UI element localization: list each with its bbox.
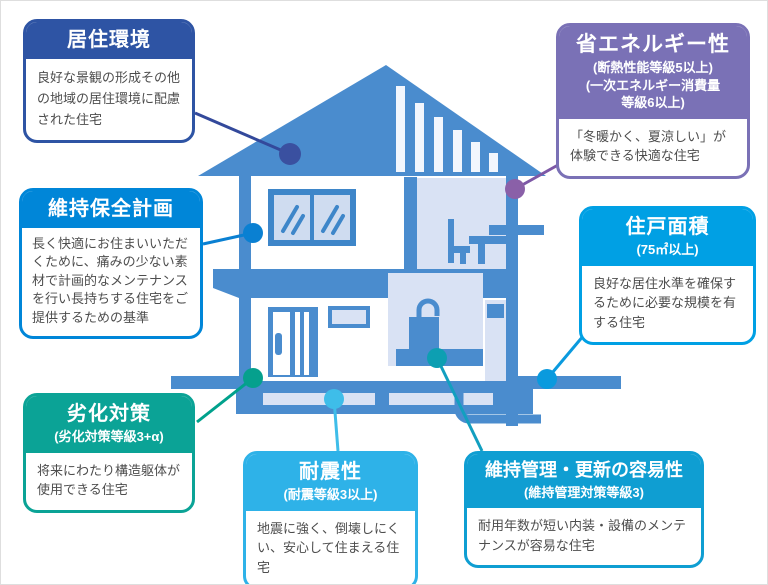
callout-header: 住戸面積 (75㎡以上)	[582, 209, 753, 266]
callout-maintenance-plan: 維持保全計画 長く快適にお住まいいただくために、痛みの少ない素材で計画的なメンテ…	[19, 188, 203, 340]
callout-dwelling-area: 住戸面積 (75㎡以上) 良好な居住水準を確保するために必要な規模を有する住宅	[579, 206, 756, 346]
callout-body: 長く快適にお住まいいただくために、痛みの少ない素材で計画的なメンテナンスを行い長…	[32, 236, 189, 325]
callout-header: 居住環境	[26, 22, 192, 59]
callout-body: 「冬暖かく、夏涼しい」が体験できる快適な住宅	[570, 128, 727, 164]
right-wall	[506, 176, 518, 426]
callout-header: 維持管理・更新の容易性 (維持管理対策等級3)	[467, 454, 701, 509]
callout-body: 将来にわたり構造躯体が使用できる住宅	[37, 462, 181, 498]
callout-subtitle: (75㎡以上)	[636, 242, 699, 257]
connector-dots	[243, 143, 557, 409]
dot-maintenance-plan	[243, 223, 263, 243]
dot-maintainability	[427, 348, 447, 368]
small-window-glass	[332, 310, 366, 324]
callout-subtitle: (耐震等級3以上)	[283, 487, 378, 502]
callout-title: 維持保全計画	[48, 198, 174, 220]
callout-header: 維持保全計画	[22, 191, 200, 228]
callout-subtitle: (断熱性能等級5以上) (一次エネルギー消費量 等級6以上)	[585, 60, 721, 111]
callout-title: 居住環境	[67, 29, 151, 51]
appliance-icon	[487, 304, 504, 318]
connector-maintainability	[435, 357, 484, 452]
callout-title: 省エネルギー性	[576, 33, 730, 56]
callout-title: 維持管理・更新の容易性	[485, 460, 683, 480]
interior-wall	[404, 177, 417, 271]
callout-title: 住戸面積	[625, 216, 710, 238]
dot-living-environment	[279, 143, 301, 165]
callout-maintainability: 維持管理・更新の容易性 (維持管理対策等級3) 耐用年数が短い内装・設備のメンテ…	[464, 451, 704, 569]
balcony-ledge	[489, 225, 544, 235]
callout-seismic: 耐震性 (耐震等級3以上) 地震に強く、倒壊しにくい、安心して住まえる住宅	[243, 451, 418, 584]
drain-pipe-icon	[454, 369, 541, 424]
desk-chair-icon	[448, 219, 507, 264]
foundation-vent	[389, 393, 493, 405]
callout-energy-saving: 省エネルギー性 (断熱性能等級5以上) (一次エネルギー消費量 等級6以上) 「…	[556, 23, 750, 179]
dot-seismic	[324, 389, 344, 409]
dot-dwelling-area	[537, 369, 557, 389]
callout-deterioration: 劣化対策 (劣化対策等級3+α) 将来にわたり構造躯体が使用できる住宅	[23, 393, 195, 513]
connector-deterioration	[196, 376, 254, 424]
callout-header: 劣化対策 (劣化対策等級3+α)	[26, 396, 192, 453]
foundation-vent	[263, 393, 375, 405]
dot-energy-saving	[505, 179, 525, 199]
callout-title: 劣化対策	[67, 403, 151, 425]
callout-header: 省エネルギー性 (断熱性能等級5以上) (一次エネルギー消費量 等級6以上)	[559, 26, 747, 119]
callout-subtitle: (劣化対策等級3+α)	[54, 429, 164, 444]
callout-body: 耐用年数が短い内装・設備のメンテナンスが容易な住宅	[478, 518, 687, 553]
callout-living-environment: 居住環境 良好な景観の形成その他の地域の居住環境に配慮された住宅	[23, 19, 195, 144]
callout-subtitle: (維持管理対策等級3)	[524, 484, 644, 500]
callout-header: 耐震性 (耐震等級3以上)	[246, 454, 415, 511]
window-icon	[268, 189, 356, 246]
door-icon	[268, 307, 318, 377]
callout-body: 良好な居住水準を確保するために必要な規模を有する住宅	[593, 275, 737, 330]
kitchen-sink-icon	[396, 298, 483, 366]
callout-body: 良好な景観の形成その他の地域の居住環境に配慮された住宅	[37, 70, 181, 128]
attic-rafters	[396, 86, 498, 172]
callout-body: 地震に強く、倒壊しにくい、安心して住まえる住宅	[257, 520, 400, 575]
dot-deterioration	[243, 368, 263, 388]
utility-column	[485, 300, 506, 381]
callout-title: 耐震性	[299, 461, 362, 483]
connector-living-environment	[194, 111, 291, 156]
